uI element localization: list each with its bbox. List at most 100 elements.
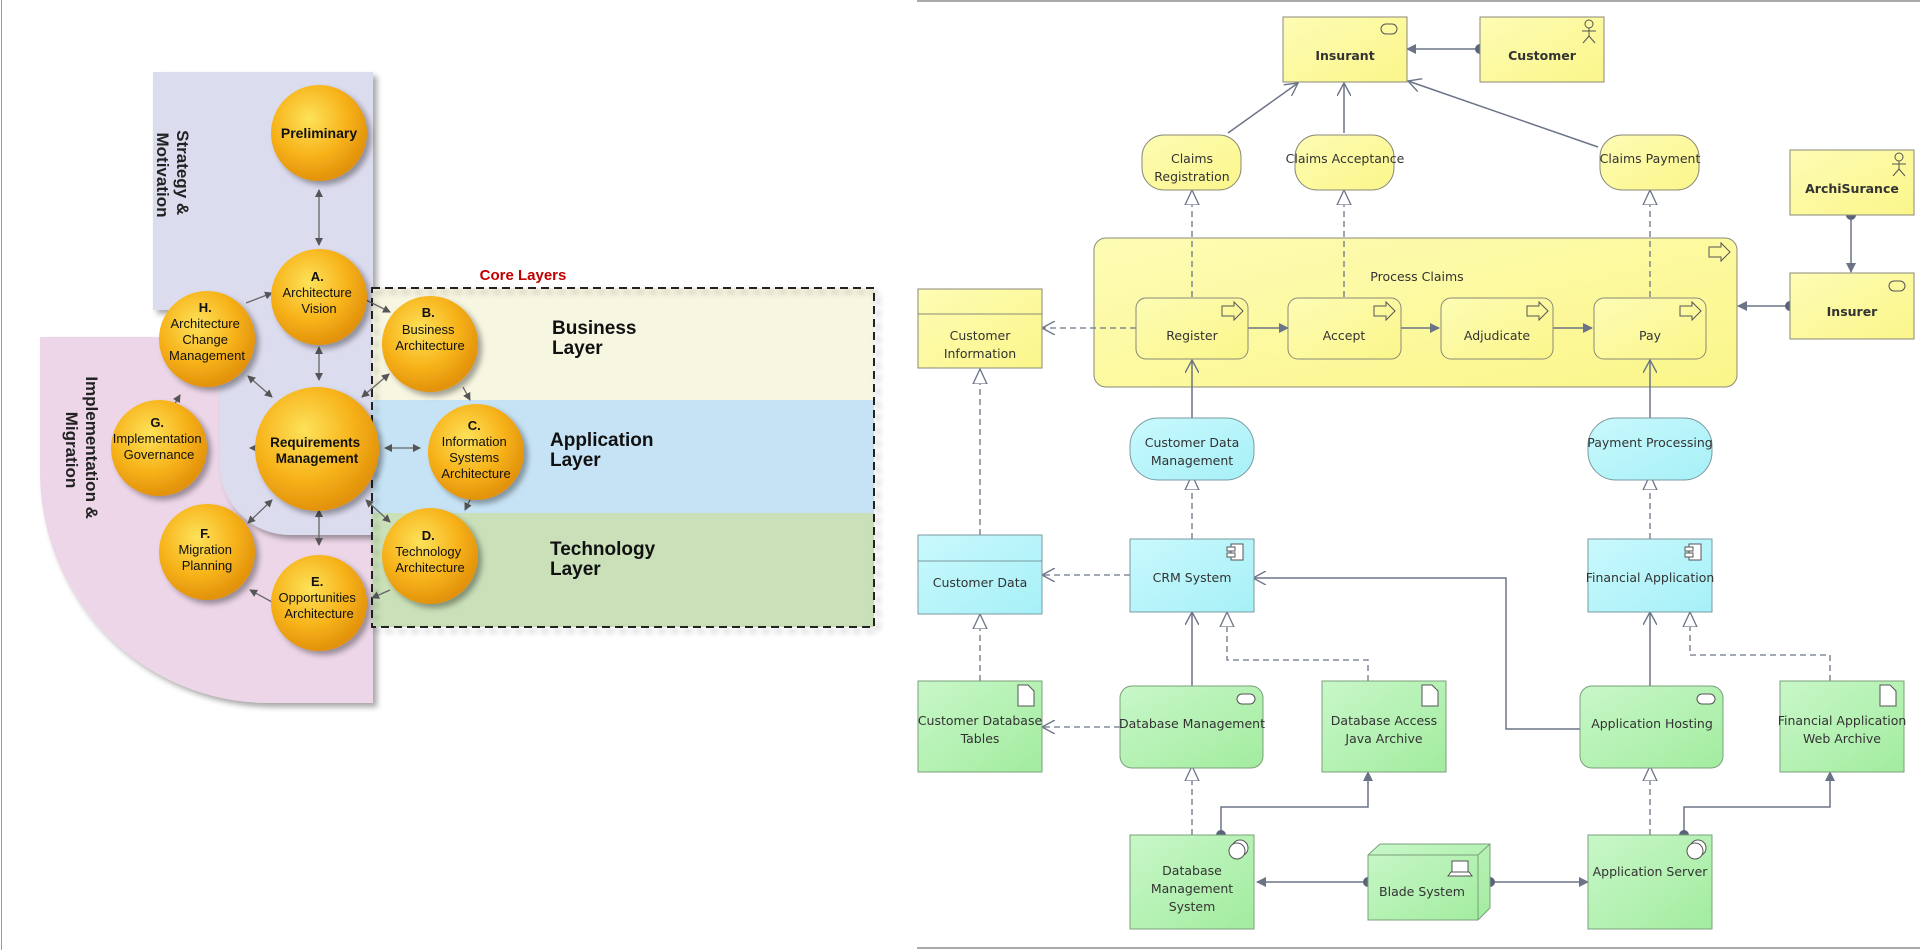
system-software-icon (1686, 839, 1707, 860)
process-icon (1373, 300, 1396, 322)
artifact-icon (1879, 684, 1897, 707)
artifact-icon (1421, 684, 1439, 707)
node-insurant[interactable]: Insurant (1282, 16, 1408, 83)
node-insurer[interactable]: Insurer (1789, 272, 1915, 340)
node-crm-system[interactable]: CRM System (1129, 538, 1255, 613)
relationships (1192, 44, 1856, 887)
phase-d-technology-architecture: D. Technology Architecture (382, 508, 478, 604)
device-icon (1447, 860, 1473, 877)
svg-text:Database Management: Database Management (1119, 716, 1265, 731)
technology-layer-label: Technology Layer (550, 539, 661, 580)
node-accept[interactable]: Accept (1287, 297, 1402, 360)
node-financial-application[interactable]: Financial Application (1586, 538, 1715, 613)
component-icon (1226, 543, 1244, 561)
svg-text:D. Technology: D. Technology Architecture (395, 528, 464, 575)
svg-text:Payment Processing: Payment Processing (1587, 435, 1712, 450)
svg-text:CRM System: CRM System (1153, 570, 1232, 585)
actor-icon (1582, 19, 1596, 44)
application-layer-label: Application Layer (550, 430, 659, 471)
phase-g-implementation-governance: G. Implementation Governance (111, 400, 207, 496)
infrastructure-service-icon (1696, 693, 1716, 705)
phase-c-information-systems-architecture: C. Information Systems Architecture (428, 404, 524, 500)
artifact-icon (1017, 684, 1035, 707)
svg-text:Claims Payment: Claims Payment (1600, 151, 1701, 166)
node-claims-acceptance[interactable]: Claims Acceptance (1286, 134, 1405, 191)
business-layer-label: Business Layer (552, 318, 642, 359)
process-claims-group[interactable]: Process Claims (1093, 237, 1738, 388)
svg-text:Insurant: Insurant (1315, 48, 1374, 63)
node-adjudicate[interactable]: Adjudicate (1440, 297, 1554, 360)
svg-text:Application Hosting: Application Hosting (1591, 716, 1713, 731)
node-application-hosting[interactable]: Application Hosting (1579, 685, 1724, 769)
dashed-relationships (980, 190, 1831, 835)
svg-text:Register: Register (1166, 328, 1218, 343)
phase-e-opportunities-architecture: E. Opportunities Architecture (271, 555, 367, 651)
svg-text:A. Architecture: A. Architecture Vision (283, 269, 356, 316)
node-customer-data[interactable]: Customer Data (917, 534, 1043, 615)
svg-text:Customer: Customer (1508, 48, 1577, 63)
process-icon (1526, 300, 1549, 322)
svg-text:B. Business Ar: B. Business Architecture (395, 305, 464, 353)
role-icon (1380, 23, 1398, 35)
svg-text:ArchiSurance: ArchiSurance (1805, 181, 1899, 196)
svg-text:Preliminary: Preliminary (281, 125, 357, 141)
svg-text:G. Implementation: G. Implementation Governance (113, 415, 206, 462)
svg-text:Application Server: Application Server (1593, 864, 1709, 879)
strategy-motivation-label: Strategy & Motivation (153, 130, 192, 220)
process-icon (1679, 300, 1702, 322)
svg-text:Insurer: Insurer (1827, 304, 1879, 319)
svg-text:Pay: Pay (1639, 328, 1662, 343)
phase-preliminary: Preliminary (271, 85, 367, 181)
svg-text:Process Claims: Process Claims (1370, 269, 1463, 284)
node-register[interactable]: Register (1135, 297, 1249, 360)
component-icon (1684, 543, 1702, 561)
node-customer[interactable]: Customer (1479, 16, 1605, 83)
svg-text:Requirements Managemen: Requirements Management (270, 435, 364, 466)
infrastructure-service-icon (1236, 693, 1256, 705)
role-icon (1888, 280, 1906, 292)
node-pay[interactable]: Pay (1593, 297, 1707, 360)
svg-text:Accept: Accept (1323, 328, 1366, 343)
svg-text:C. Information: C. Information Systems Architecture (441, 418, 510, 481)
svg-text:F. Migration P: F. Migration Planning (178, 526, 235, 573)
implementation-migration-label: Implementation & Migration (62, 376, 101, 523)
node-application-server[interactable]: Application Server (1587, 834, 1713, 930)
phase-b-business-architecture: B. Business Architecture (382, 296, 478, 392)
node-claims-payment[interactable]: Claims Payment (1599, 134, 1701, 191)
svg-text:Blade System: Blade System (1379, 884, 1465, 899)
process-icon (1708, 241, 1731, 263)
node-blade-system[interactable]: Blade System (1367, 843, 1491, 921)
svg-text:Customer Data: Customer Data (933, 575, 1028, 590)
svg-text:Adjudicate: Adjudicate (1464, 328, 1531, 343)
phase-a-architecture-vision: A. Architecture Vision (271, 249, 367, 345)
archimate-diagram: Process Claims (917, 0, 1920, 949)
svg-text:Financial Application: Financial Application (1586, 570, 1715, 585)
svg-text:E. Opportunities: E. Opportunities Architecture (279, 574, 360, 621)
process-icon (1221, 300, 1244, 322)
phase-h-architecture-change-management: H. Architecture Change Management (159, 291, 255, 387)
node-payment-processing[interactable]: Payment Processing (1587, 417, 1713, 481)
svg-text:H. Architecture: H. Architecture Change Management (169, 300, 245, 363)
node-database-management[interactable]: Database Management (1119, 685, 1265, 769)
requirements-management: Requirements Management (255, 387, 379, 511)
phase-f-migration-planning: F. Migration Planning (159, 504, 255, 600)
togaf-adm-diagram: Core Layers Strategy & Motivation Implem… (1, 0, 875, 950)
core-layers-title: Core Layers (480, 267, 567, 284)
node-archisurance[interactable]: ArchiSurance (1789, 149, 1915, 216)
actor-icon (1892, 152, 1906, 177)
